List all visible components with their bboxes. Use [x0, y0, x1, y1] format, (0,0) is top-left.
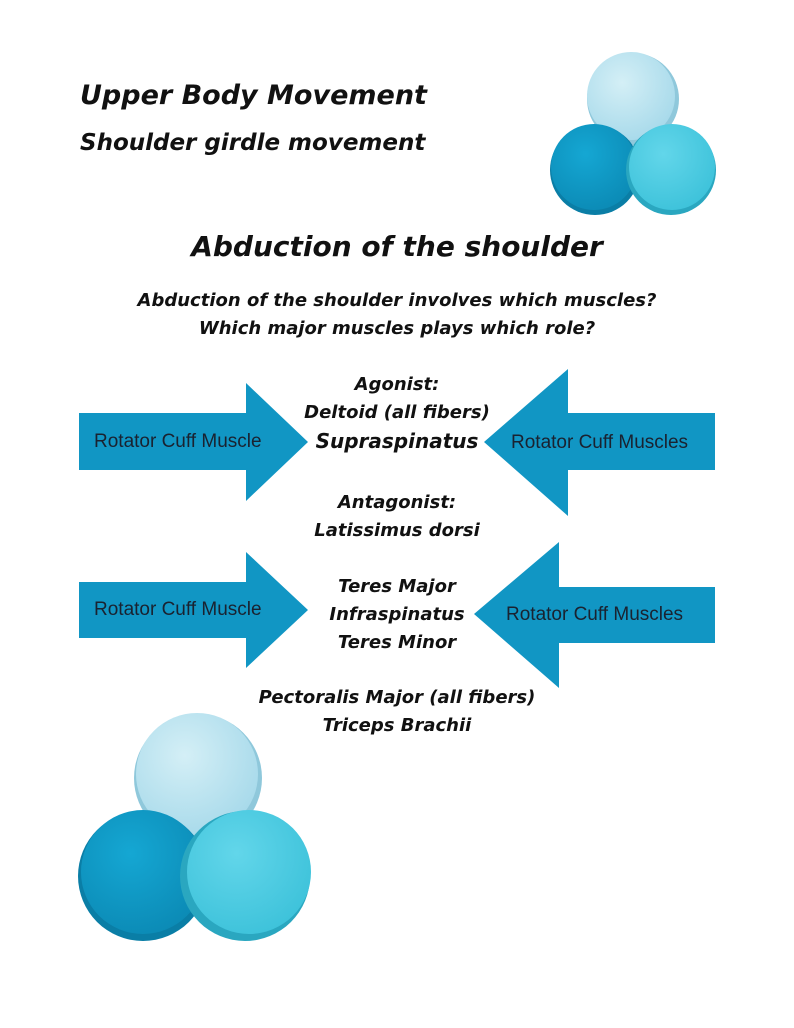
circle-cyan-icon	[187, 810, 311, 934]
muscle-item: Teres Minor	[337, 632, 457, 653]
antagonist-block: Antagonist: Latissimus dorsi	[250, 489, 544, 545]
arrow-label-bottom-left: Rotator Cuff Muscle	[94, 599, 262, 620]
page-title: Upper Body Movement	[80, 80, 427, 111]
question-text: Which major muscles plays which role?	[198, 318, 596, 339]
muscle-item: Infraspinatus	[329, 604, 465, 625]
page-subtitle: Shoulder girdle movement	[80, 130, 426, 156]
circle-light-icon	[587, 52, 675, 140]
circle-cluster-bottom	[78, 713, 311, 941]
circle-cluster-top	[550, 52, 716, 215]
arrow-label-top-right: Rotator Cuff Muscles	[511, 432, 689, 453]
section-heading: Abduction of the shoulder	[191, 230, 603, 263]
circle-dark-icon	[551, 124, 637, 210]
muscle-item: Triceps Brachii	[322, 715, 472, 736]
antagonist-label: Antagonist:	[337, 492, 457, 513]
muscle-item: Teres Major	[338, 576, 456, 597]
other-muscles-block: Pectoralis Major (all fibers) Triceps Br…	[250, 684, 544, 740]
muscle-item: Pectoralis Major (all fibers)	[258, 687, 536, 708]
rotator-muscles-block: Teres Major Infraspinatus Teres Minor	[250, 573, 544, 657]
muscle-item: Supraspinatus	[315, 429, 479, 453]
circle-cyan-icon	[629, 124, 715, 210]
agonist-label: Agonist:	[354, 374, 440, 395]
arrow-label-top-left: Rotator Cuff Muscle	[94, 431, 262, 452]
circle-light-icon	[136, 713, 258, 835]
muscle-item: Latissimus dorsi	[314, 520, 480, 541]
muscle-item: Deltoid (all fibers)	[304, 402, 490, 423]
question-text: Abduction of the shoulder involves which…	[137, 290, 657, 311]
agonist-block: Agonist: Deltoid (all fibers) Supraspina…	[250, 371, 544, 455]
circle-dark-icon	[81, 810, 205, 934]
arrow-label-bottom-right: Rotator Cuff Muscles	[506, 604, 684, 625]
